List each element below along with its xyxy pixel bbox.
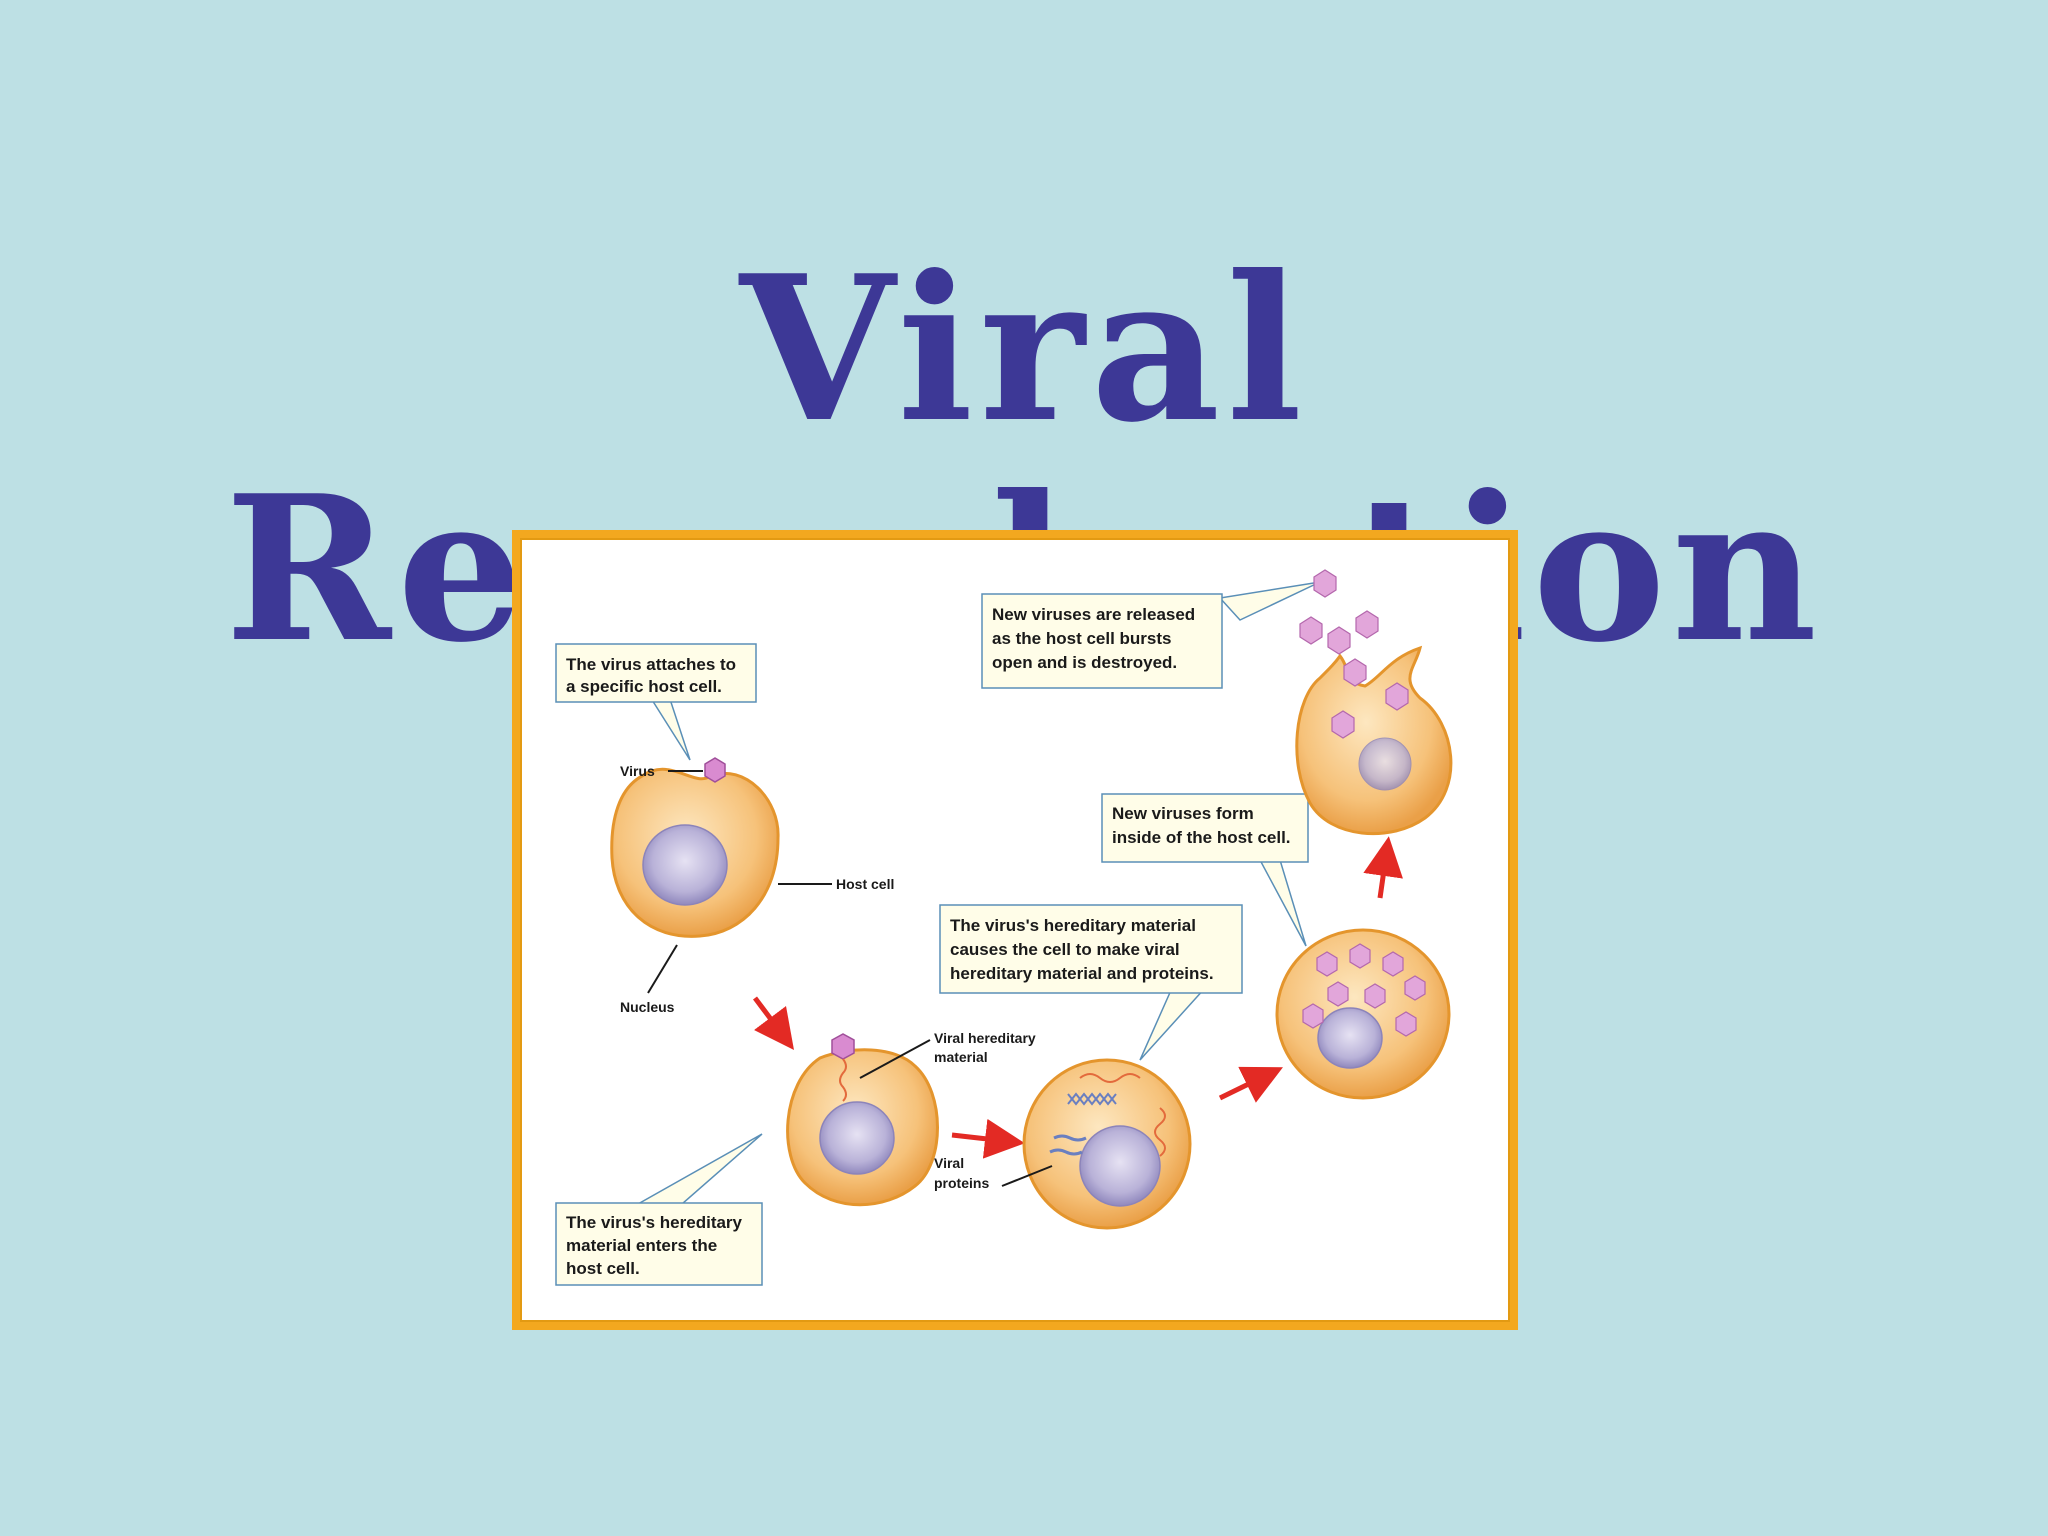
viral-reproduction-diagram: The virus attaches to a specific host ce… (555, 569, 1453, 1286)
caption-form-line1: New viruses form (1112, 804, 1254, 823)
new-virus-cluster (1302, 943, 1426, 1037)
label-viral-proteins-line2: proteins (934, 1175, 989, 1191)
host-cell-4 (1275, 928, 1451, 1100)
caption-make-line2: causes the cell to make viral (950, 940, 1180, 959)
nucleus-4 (1317, 1007, 1383, 1069)
caption-enter-line1: The virus's hereditary (566, 1213, 743, 1232)
nucleus-3 (1079, 1125, 1161, 1207)
arrow-4 (1363, 836, 1403, 899)
released-virus-cluster (1299, 569, 1409, 739)
caption-attach: The virus attaches to a specific host ce… (555, 643, 757, 761)
caption-form-line2: inside of the host cell. (1112, 828, 1291, 847)
host-cell-5-bursting (1295, 569, 1453, 836)
label-viral-hereditary-line1: Viral hereditary (934, 1030, 1036, 1046)
host-cell-1: Virus Host cell Nucleus (610, 757, 894, 1015)
nucleus-2 (819, 1101, 895, 1175)
caption-release-line2: as the host cell bursts (992, 629, 1172, 648)
caption-enter: The virus's hereditary material enters t… (555, 1133, 763, 1286)
arrow-2 (951, 1118, 1025, 1159)
caption-make-line3: hereditary material and proteins. (950, 964, 1214, 983)
host-cell-2: Viral hereditary material (786, 1030, 1036, 1207)
label-host-cell: Host cell (836, 876, 894, 892)
caption-attach-line1: The virus attaches to (566, 655, 736, 674)
caption-enter-line3: host cell. (566, 1259, 640, 1278)
diagram-frame: The virus attaches to a specific host ce… (512, 530, 1518, 1330)
virus-icon (704, 757, 726, 783)
label-viral-hereditary-line2: material (934, 1049, 988, 1065)
caption-form: New viruses form inside of the host cell… (1101, 793, 1309, 947)
label-viral-proteins-line1: Viral (934, 1155, 964, 1171)
caption-release: New viruses are released as the host cel… (981, 581, 1321, 689)
caption-make: The virus's hereditary material causes t… (939, 904, 1243, 1061)
label-nucleus: Nucleus (620, 999, 675, 1015)
caption-attach-line2: a specific host cell. (566, 677, 722, 696)
label-virus: Virus (620, 763, 655, 779)
caption-make-line1: The virus's hereditary material (950, 916, 1196, 935)
arrow-3 (1218, 1066, 1283, 1103)
nucleus-1 (642, 824, 728, 906)
host-cell-3: Viral proteins (934, 1058, 1192, 1230)
caption-release-line3: open and is destroyed. (992, 653, 1177, 672)
virus-icon-2 (831, 1033, 855, 1060)
caption-release-line1: New viruses are released (992, 605, 1195, 624)
arrow-1 (753, 996, 794, 1050)
nucleus-5 (1358, 737, 1412, 791)
caption-enter-line2: material enters the (566, 1236, 717, 1255)
